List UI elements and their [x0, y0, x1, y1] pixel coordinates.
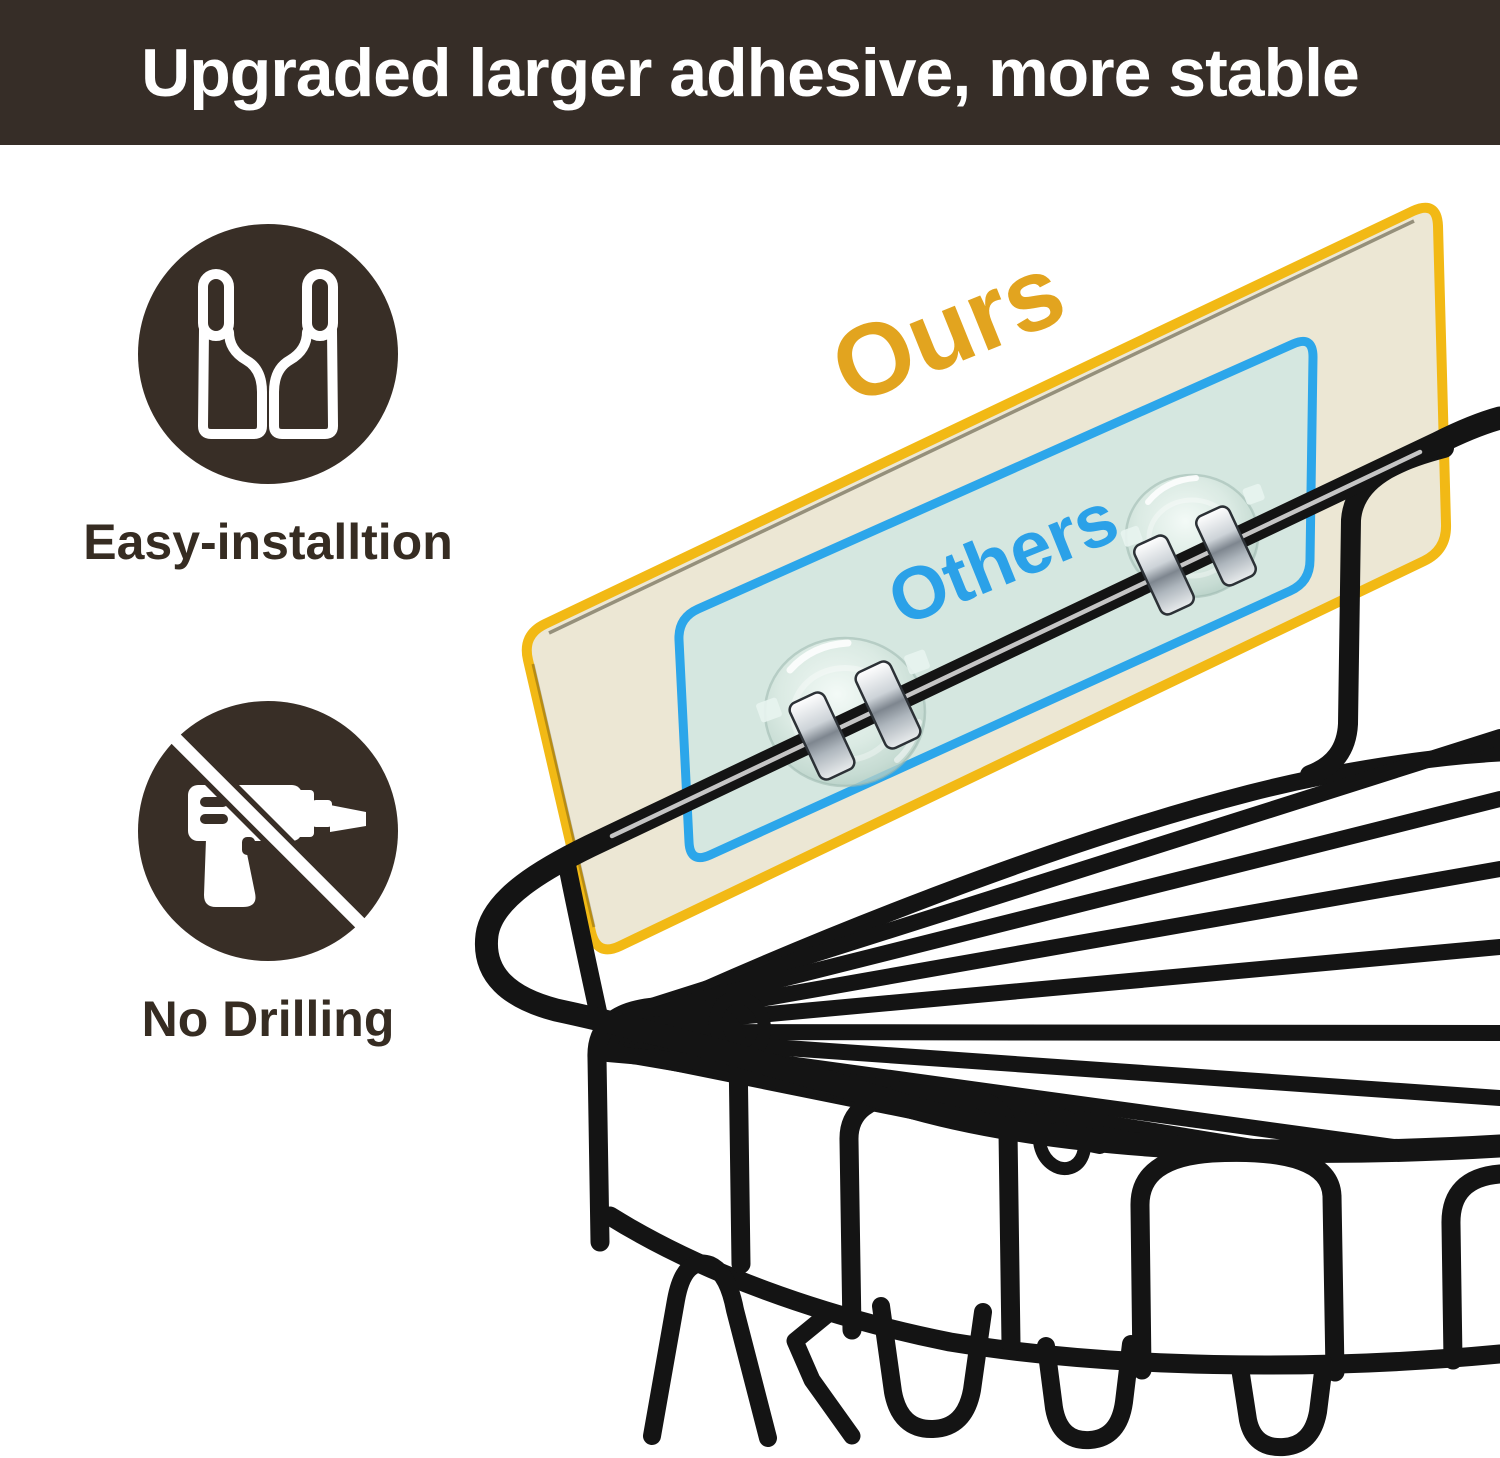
feature-label-easy-installation: Easy-installtion [83, 514, 453, 570]
wire-basket [474, 406, 1500, 1457]
feature-no-drilling: No Drilling [28, 700, 508, 1048]
banner-title: Upgraded larger adhesive, more stable [141, 34, 1360, 111]
clip-left-a [788, 691, 856, 781]
open-hands-icon [138, 224, 398, 484]
top-banner: Upgraded larger adhesive, more stable [0, 0, 1500, 145]
clip-right-b [1195, 505, 1257, 587]
adhesive-clips [788, 505, 1257, 781]
no-drilling-icon [138, 701, 398, 961]
clip-left-b [854, 660, 922, 750]
feature-label-no-drilling: No Drilling [141, 991, 395, 1047]
clip-right-a [1133, 534, 1195, 616]
feature-easy-installation: Easy-installtion [28, 223, 508, 571]
